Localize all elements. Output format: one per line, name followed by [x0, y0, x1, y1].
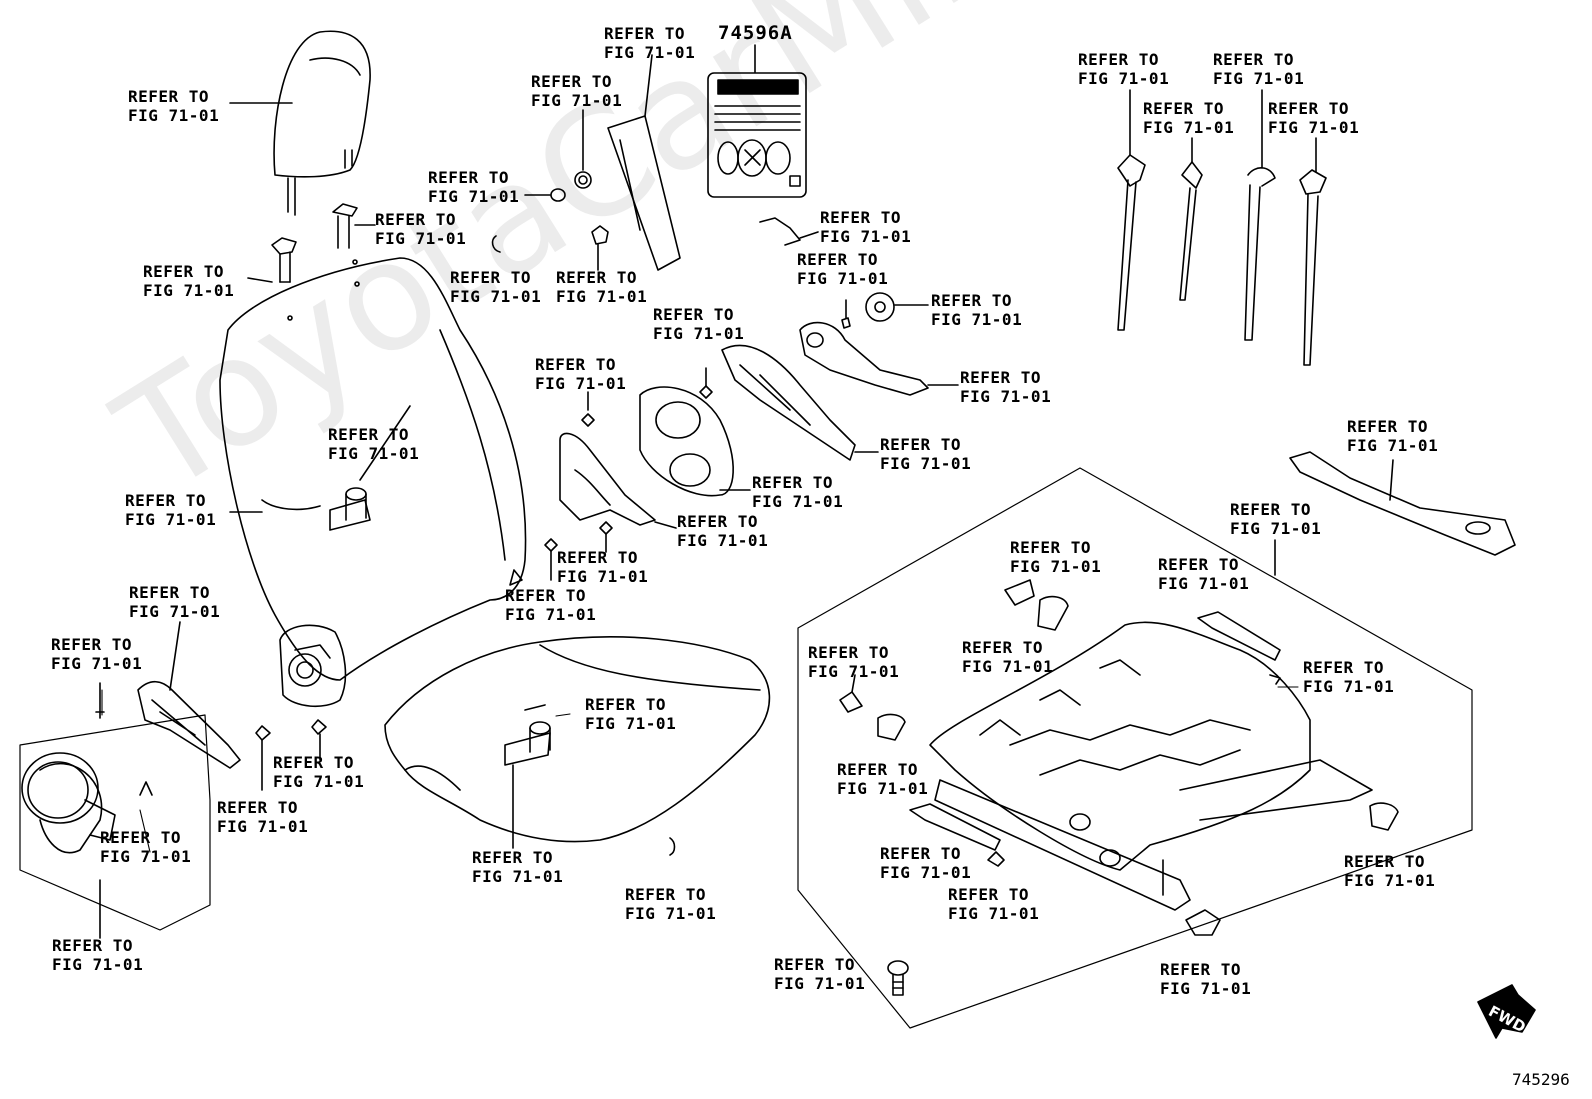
side-shield-outer: [19, 714, 211, 939]
screws: [544, 367, 713, 581]
seatback: [219, 257, 527, 681]
side-rail: [1289, 451, 1516, 556]
knob-washer: [841, 292, 929, 329]
recliner-cover-a: [639, 386, 751, 497]
part-number-label: 74596A: [718, 22, 793, 44]
headrest-supports: [247, 203, 376, 283]
recliner-lever: [721, 344, 879, 461]
recliner-knob: [799, 321, 959, 396]
bolt: [887, 960, 909, 996]
cap-nut: [491, 109, 609, 271]
recliner-bracket: [279, 624, 347, 708]
frame-small-parts: [839, 539, 1399, 936]
recliner-cover-b: [559, 432, 677, 529]
wire-clip: [759, 217, 819, 246]
illustration-id: 745296: [1512, 1070, 1570, 1089]
cover-bar: [607, 54, 681, 271]
warning-label: [707, 44, 807, 198]
leader-lines: [101, 686, 1299, 853]
tie-straps: [1117, 89, 1327, 366]
fwd-arrow: [1477, 984, 1536, 1039]
side-shield-inner: [95, 621, 327, 791]
seat-frame: [929, 621, 1373, 911]
seat-cushion: [384, 636, 771, 856]
headrest: [229, 30, 371, 216]
frame-box: [797, 467, 1473, 1029]
